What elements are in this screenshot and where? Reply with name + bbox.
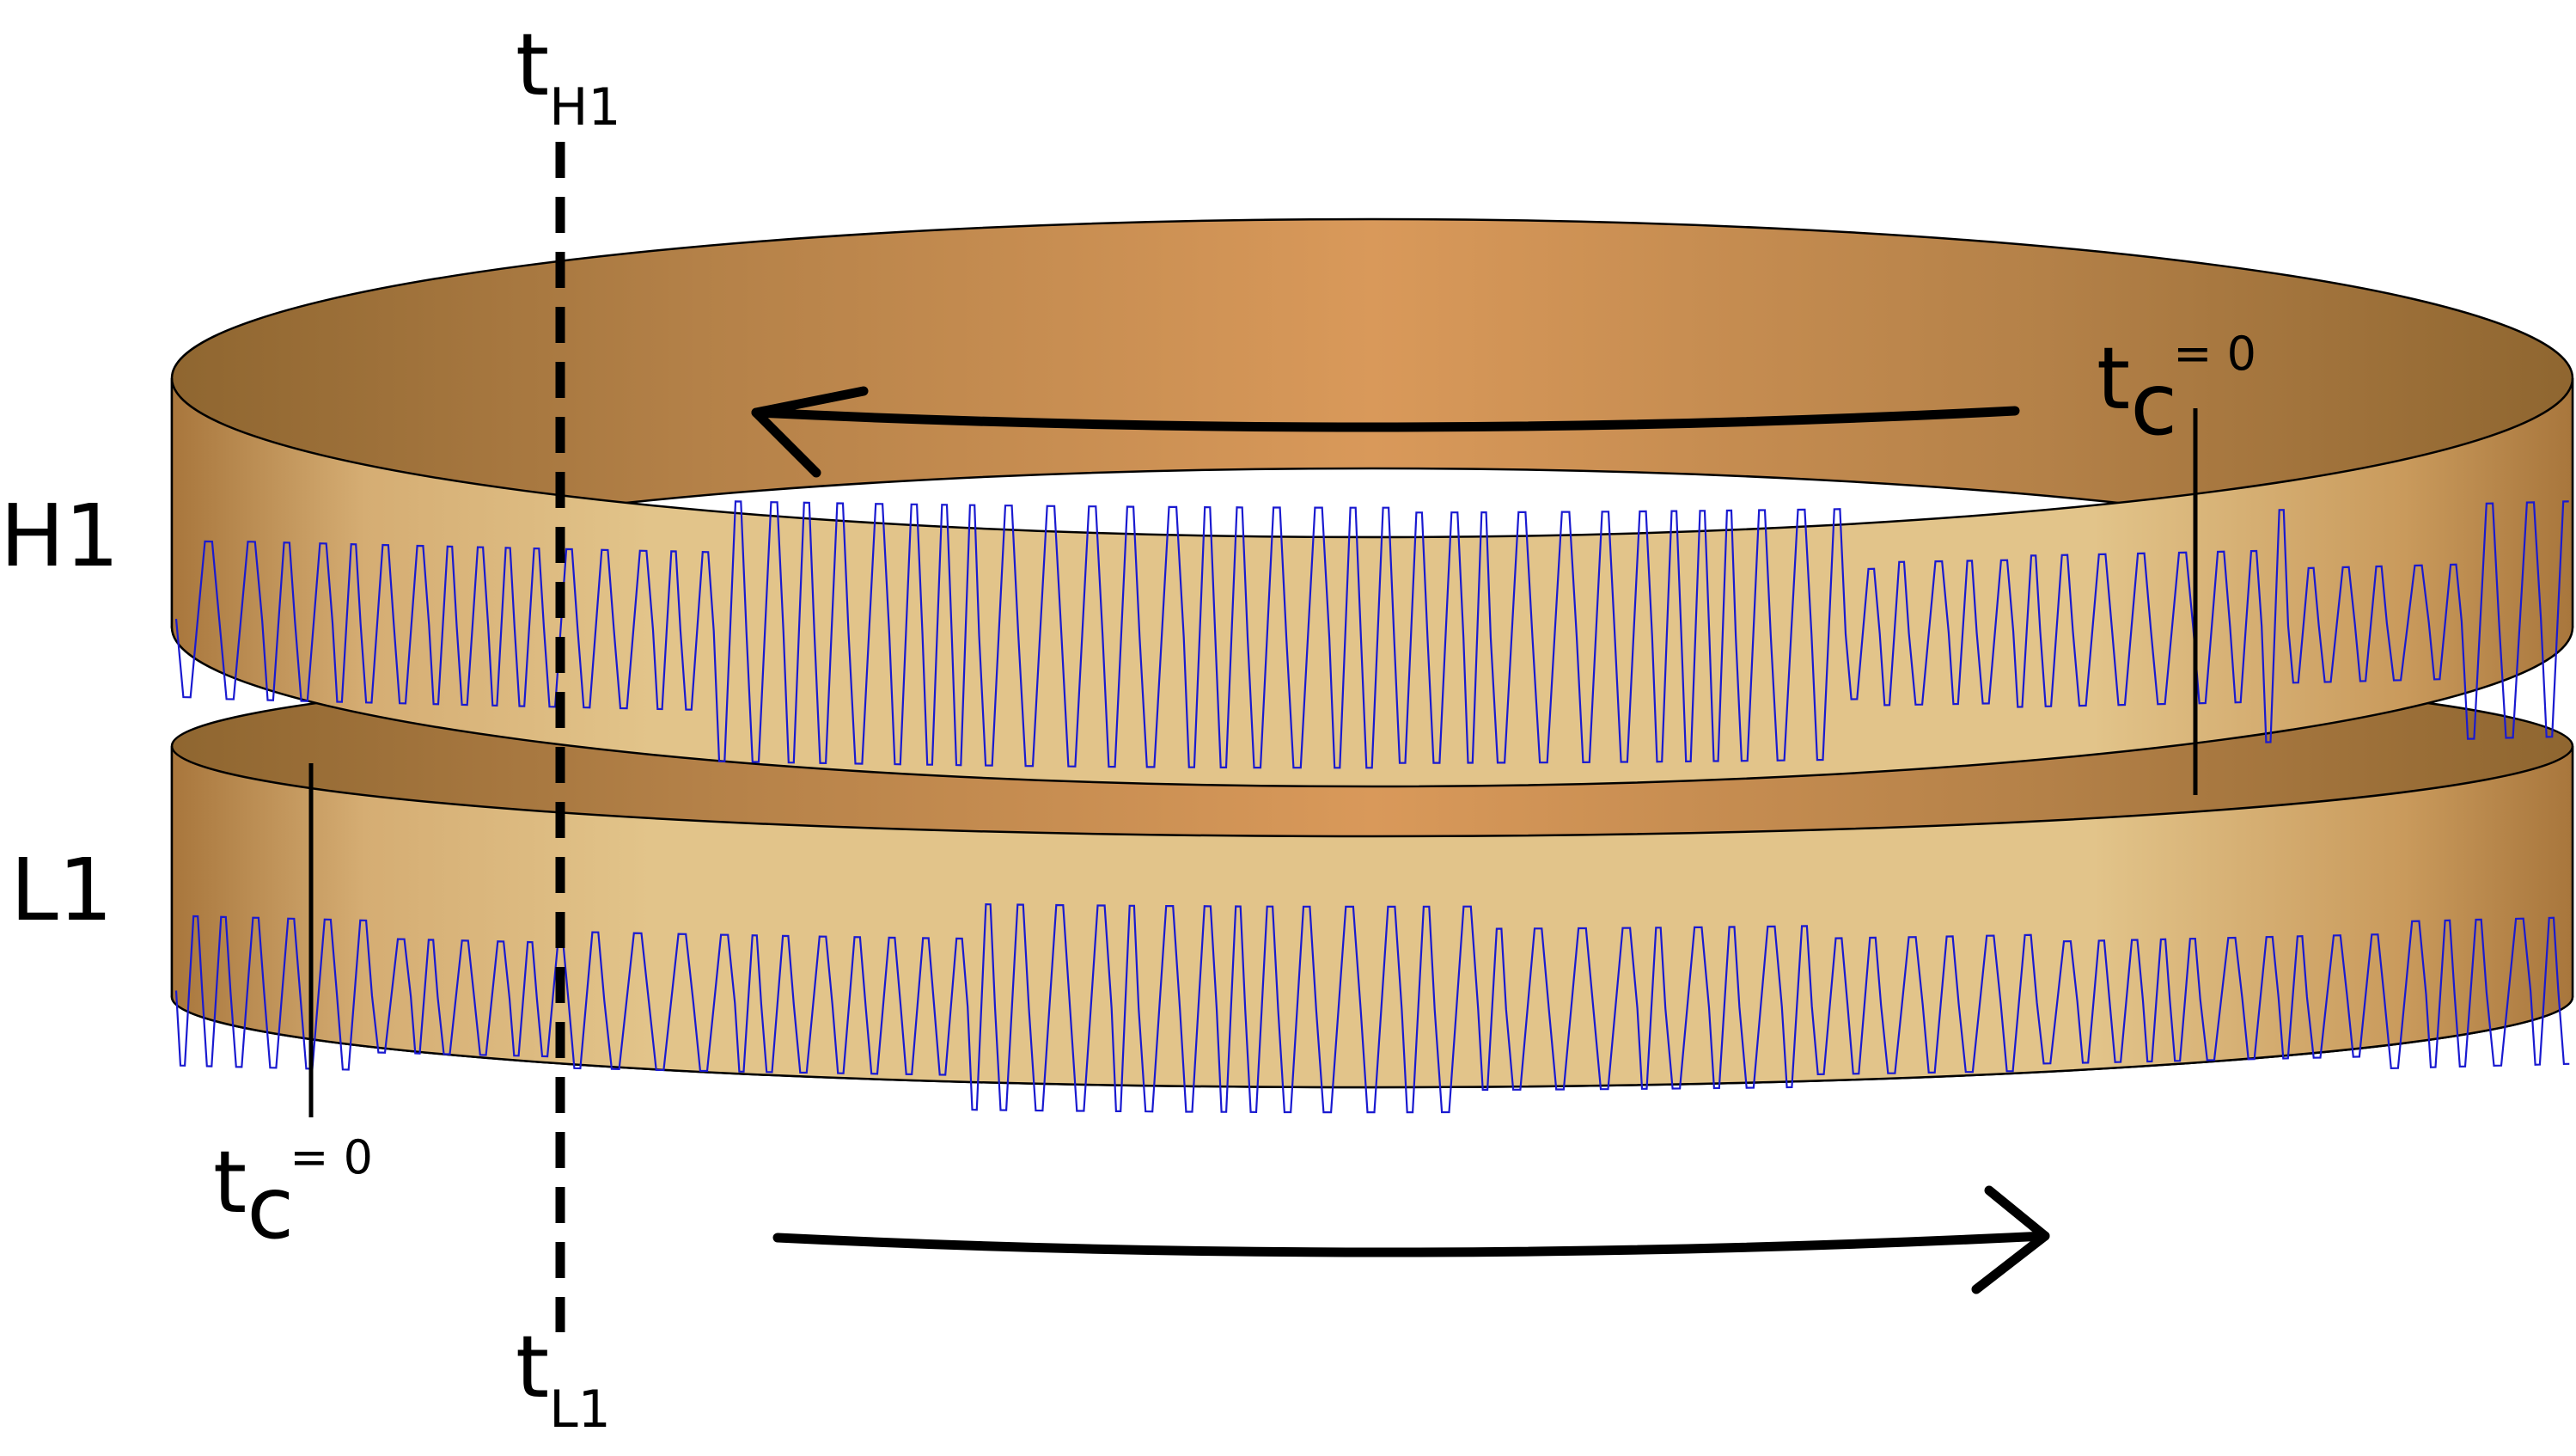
ring-h1 (170, 217, 2574, 788)
ring-l1-waveform (174, 902, 2570, 1114)
time-label-top: tH1 (516, 15, 621, 138)
arrow-l1-right (772, 1185, 2050, 1294)
ring-h1-band (170, 377, 2574, 788)
tc-l1-label: tc= 0 (213, 1130, 373, 1258)
tc-h1-label: tc= 0 (2097, 327, 2256, 455)
arrow-h1-left (751, 386, 2020, 478)
ring-h1-label: H1 (0, 486, 119, 586)
ring-l1-band (170, 745, 2574, 1089)
time-label-bottom: tL1 (516, 1317, 611, 1440)
ring-l1-label: L1 (10, 840, 113, 940)
